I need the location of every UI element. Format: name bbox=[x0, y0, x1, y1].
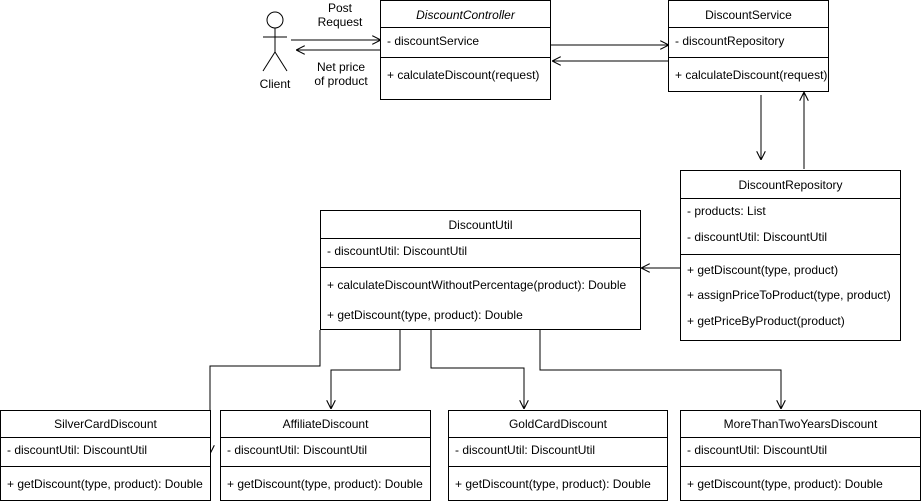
net-price-line2: of product bbox=[314, 74, 368, 88]
discount-util-class: DiscountUtil - discountUtil: DiscountUti… bbox=[320, 210, 641, 330]
net-price-label: Net price of product bbox=[305, 60, 377, 88]
discount-controller-class: DiscountController - discountService + c… bbox=[380, 0, 551, 100]
discount-service-class: DiscountService - discountRepository + c… bbox=[668, 0, 829, 92]
class-name: DiscountService bbox=[705, 8, 792, 22]
method: + getDiscount(type, product): Double bbox=[7, 477, 203, 491]
attribute: - discountUtil: DiscountUtil bbox=[7, 443, 148, 457]
method: + getPriceByProduct(product) bbox=[687, 314, 845, 328]
affiliate-discount-class: AffiliateDiscount - discountUtil: Discou… bbox=[220, 410, 431, 501]
class-name: DiscountRepository bbox=[738, 178, 843, 192]
post-request-line1: Post bbox=[327, 1, 352, 15]
util-to-gold-arrow bbox=[430, 330, 524, 408]
actor-label: Client bbox=[259, 77, 291, 91]
util-to-more-than-two-years-arrow bbox=[539, 330, 781, 408]
class-name: GoldCardDiscount bbox=[508, 417, 608, 431]
post-request-line2: Request bbox=[317, 15, 363, 29]
client-actor-icon bbox=[262, 11, 288, 72]
class-name: SilverCardDiscount bbox=[54, 417, 157, 431]
method: + getDiscount(type, product): Double bbox=[455, 477, 651, 491]
method: + getDiscount(type, product): Double bbox=[687, 477, 883, 491]
method: + getDiscount(type, product) bbox=[687, 263, 839, 277]
method: + assignPriceToProduct(type, product) bbox=[687, 288, 891, 302]
util-to-affiliate-arrow bbox=[331, 330, 401, 408]
method: + calculateDiscountWithoutPercentage(pro… bbox=[327, 278, 627, 292]
method: + getDiscount(type, product): Double bbox=[327, 308, 523, 322]
class-name: MoreThanTwoYearsDiscount bbox=[723, 417, 878, 431]
net-price-line1: Net price bbox=[316, 60, 366, 74]
method: + calculateDiscount(request) bbox=[387, 68, 540, 82]
attribute: - discountRepository bbox=[675, 34, 785, 48]
gold-card-discount-class: GoldCardDiscount - discountUtil: Discoun… bbox=[448, 410, 668, 501]
silver-card-discount-class: SilverCardDiscount - discountUtil: Disco… bbox=[0, 410, 211, 501]
post-request-label: Post Request bbox=[308, 1, 372, 29]
attribute: - discountUtil: DiscountUtil bbox=[687, 230, 828, 244]
method: + calculateDiscount(request) bbox=[675, 68, 828, 82]
more-than-two-years-discount-class: MoreThanTwoYearsDiscount - discountUtil:… bbox=[680, 410, 921, 501]
class-name: DiscountController bbox=[416, 8, 515, 22]
attribute: - discountUtil: DiscountUtil bbox=[687, 443, 828, 457]
attribute: - products: List bbox=[687, 204, 766, 218]
discount-repository-class: DiscountRepository - products: List - di… bbox=[680, 170, 901, 341]
class-name: DiscountUtil bbox=[448, 218, 513, 232]
attribute: - discountUtil: DiscountUtil bbox=[227, 443, 368, 457]
attribute: - discountUtil: DiscountUtil bbox=[327, 244, 468, 258]
attribute: - discountService bbox=[387, 34, 480, 48]
class-name: AffiliateDiscount bbox=[282, 417, 369, 431]
method: + getDiscount(type, product): Double bbox=[227, 477, 423, 491]
util-to-silver-arrow bbox=[210, 330, 321, 453]
attribute: - discountUtil: DiscountUtil bbox=[455, 443, 596, 457]
